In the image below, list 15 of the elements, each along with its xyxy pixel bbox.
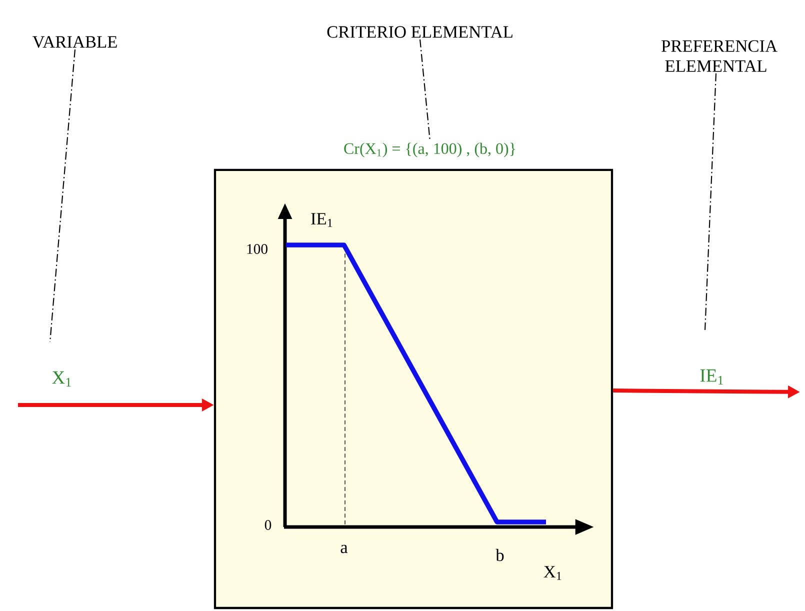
axis-label: X$_{1}$ bbox=[544, 566, 562, 580]
heading-label: PREFERENCIA ELEMENTAL bbox=[662, 40, 778, 72]
heading-label: VARIABLE bbox=[32, 36, 117, 48]
leader-line bbox=[419, 39, 431, 142]
edge-label: IE$_{1}$ bbox=[700, 369, 723, 385]
edge-label: X$_{1}$ bbox=[52, 371, 71, 387]
axis-label: IE$_{1}$ bbox=[311, 213, 332, 227]
tick-label: 100 bbox=[247, 244, 268, 254]
heading-label: CRITERIO ELEMENTAL bbox=[327, 26, 512, 38]
leader-line bbox=[704, 73, 717, 330]
tick-label: 0 bbox=[264, 520, 272, 530]
node-label: Cr(X$_{1}$) = {(a, 100) , (b, 0)} bbox=[344, 142, 516, 158]
leader-line bbox=[49, 49, 76, 342]
tick-label: a bbox=[340, 544, 348, 554]
tick-label: b bbox=[496, 548, 504, 562]
